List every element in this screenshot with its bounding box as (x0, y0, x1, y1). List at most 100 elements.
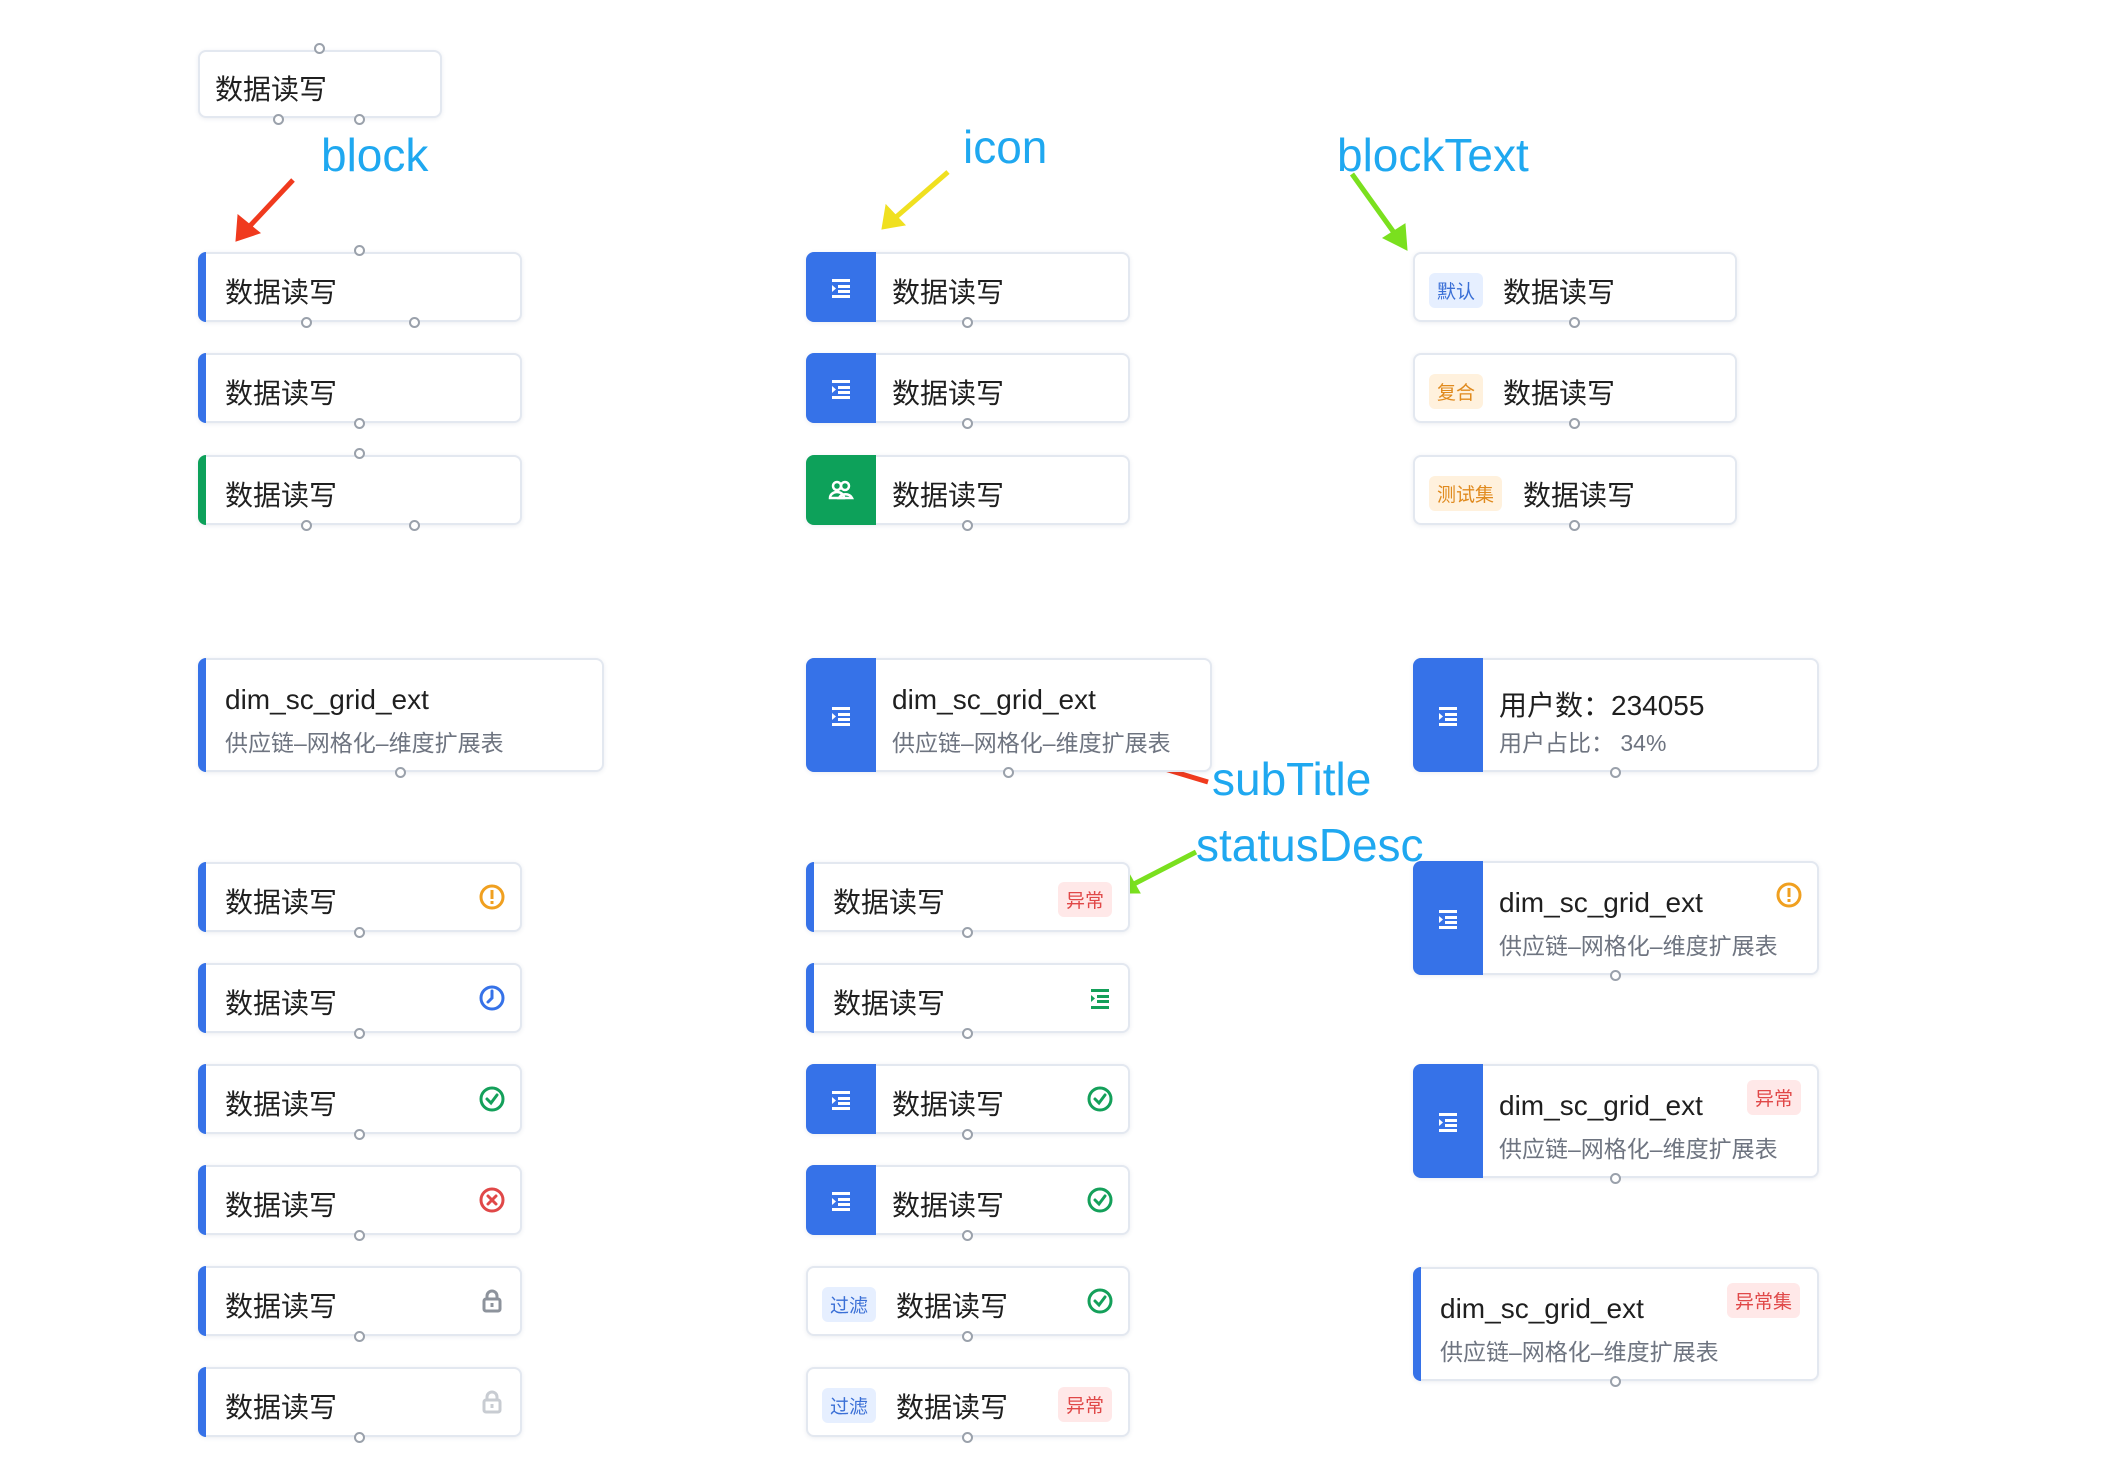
arrow-icon (881, 170, 950, 230)
port-bottom[interactable] (354, 1028, 365, 1039)
node-icon-subtitle[interactable]: dim_sc_grid_ext 供应链–网格化–维度扩展表 (806, 658, 1212, 778)
port-bottom-right[interactable] (354, 114, 365, 125)
port-bottom-left[interactable] (301, 317, 312, 328)
node-title: 数据读写 (892, 378, 1005, 409)
port-bottom[interactable] (1003, 767, 1014, 778)
annotation-icon: icon (963, 121, 1048, 173)
port-bottom[interactable] (354, 1129, 365, 1140)
port-bottom[interactable] (962, 927, 973, 938)
node-block-green[interactable]: 数据读写 (198, 448, 522, 531)
port-bottom[interactable] (354, 1432, 365, 1443)
node-title: 数据读写 (225, 1190, 338, 1221)
port-bottom[interactable] (962, 1028, 973, 1039)
node-title: 数据读写 (215, 74, 328, 105)
node-title: 数据读写 (833, 887, 946, 918)
node-title: 数据读写 (225, 378, 338, 409)
node-block-subtitle[interactable]: dim_sc_grid_ext 供应链–网格化–维度扩展表 (198, 658, 604, 778)
filter-tag: 过滤 (822, 1287, 877, 1322)
status-badge: 异常 (1058, 1387, 1113, 1422)
node-title: 数据读写 (225, 1291, 338, 1322)
port-bottom[interactable] (395, 767, 406, 778)
node-icon-success[interactable]: 数据读写 (806, 1064, 1130, 1140)
clock-icon (479, 985, 505, 1011)
node-status-desc[interactable]: 数据读写 异常 (806, 862, 1130, 938)
table-list-icon (1413, 658, 1483, 772)
annotation-subtitle: subTitle (1212, 753, 1372, 805)
port-bottom[interactable] (1610, 767, 1621, 778)
port-bottom[interactable] (962, 1331, 973, 1342)
node-status-failed[interactable]: 数据读写 (198, 1165, 522, 1241)
annotation-blocktext: blockText (1337, 129, 1529, 181)
port-bottom[interactable] (1569, 317, 1580, 328)
node-subtitle: 供应链–网格化–维度扩展表 (225, 730, 504, 756)
port-bottom[interactable] (354, 1230, 365, 1241)
port-bottom[interactable] (1569, 520, 1580, 531)
port-bottom-right[interactable] (409, 520, 420, 531)
port-top[interactable] (314, 43, 325, 54)
node-icon-success[interactable]: 数据读写 (806, 1165, 1130, 1241)
node-title: 数据读写 (833, 988, 946, 1019)
node-icon-green[interactable]: 数据读写 (806, 455, 1130, 531)
port-bottom[interactable] (962, 1432, 973, 1443)
node-icon[interactable]: 数据读写 (806, 252, 1130, 328)
node-blocktext-composite[interactable]: 复合 数据读写 (1413, 353, 1737, 429)
node-status-list[interactable]: 数据读写 (806, 963, 1130, 1039)
annotation-statusdesc: statusDesc (1196, 819, 1424, 871)
table-list-icon (806, 1165, 876, 1235)
block-bar (198, 658, 206, 772)
table-list-icon (1413, 861, 1483, 975)
port-bottom-right[interactable] (409, 317, 420, 328)
port-top[interactable] (354, 245, 365, 256)
node-blocktext-default[interactable]: 默认 数据读写 (1413, 252, 1737, 328)
arrow-block (235, 178, 295, 242)
block-bar (806, 862, 814, 932)
node-status-running[interactable]: 数据读写 (198, 963, 522, 1039)
port-bottom[interactable] (354, 418, 365, 429)
node-title: 数据读写 (225, 277, 338, 308)
node-status-locked[interactable]: 数据读写 (198, 1266, 522, 1342)
node-title: dim_sc_grid_ext (225, 684, 429, 715)
port-top[interactable] (354, 448, 365, 459)
node-blocktext-testset[interactable]: 测试集 数据读写 (1413, 455, 1737, 531)
port-bottom-left[interactable] (301, 520, 312, 531)
node-title: 数据读写 (892, 1190, 1005, 1221)
node-block[interactable]: 数据读写 (198, 245, 522, 328)
node-metrics[interactable]: 用户数：234055 用户占比： 34% (1413, 658, 1819, 778)
port-bottom-left[interactable] (273, 114, 284, 125)
node-title: 数据读写 (225, 1392, 338, 1423)
port-bottom[interactable] (1610, 970, 1621, 981)
check-circle-icon (479, 1086, 505, 1112)
port-bottom[interactable] (1610, 1376, 1621, 1387)
port-bottom[interactable] (962, 520, 973, 531)
node-title: 数据读写 (892, 1089, 1005, 1120)
node-plain[interactable]: 数据读写 (198, 43, 442, 125)
table-list-icon (806, 658, 876, 772)
status-badge: 异常 (1747, 1080, 1802, 1115)
node-subtitle: 供应链–网格化–维度扩展表 (1499, 1136, 1778, 1162)
port-bottom[interactable] (354, 1331, 365, 1342)
node-icon-subtitle-warning[interactable]: dim_sc_grid_ext 供应链–网格化–维度扩展表 (1413, 861, 1819, 981)
node-status-warning[interactable]: 数据读写 (198, 862, 522, 938)
node-icon-subtitle-error[interactable]: dim_sc_grid_ext 供应链–网格化–维度扩展表 异常 (1413, 1064, 1819, 1184)
port-bottom[interactable] (1569, 418, 1580, 429)
error-circle-icon (479, 1187, 505, 1213)
node-status-locked-disabled[interactable]: 数据读写 (198, 1367, 522, 1443)
node-status-success[interactable]: 数据读写 (198, 1064, 522, 1140)
port-bottom[interactable] (1610, 1173, 1621, 1184)
node-title: dim_sc_grid_ext (892, 684, 1096, 715)
port-bottom[interactable] (962, 317, 973, 328)
port-bottom[interactable] (354, 927, 365, 938)
node-block[interactable]: 数据读写 (198, 353, 522, 429)
node-subtitle: 供应链–网格化–维度扩展表 (892, 730, 1171, 756)
warning-icon (1776, 882, 1802, 908)
node-filter-success[interactable]: 过滤 数据读写 (806, 1266, 1130, 1342)
node-title: dim_sc_grid_ext (1440, 1293, 1644, 1324)
node-filter-error[interactable]: 过滤 数据读写 异常 (806, 1367, 1130, 1443)
port-bottom[interactable] (962, 418, 973, 429)
node-block-subtitle-errorset[interactable]: dim_sc_grid_ext 供应链–网格化–维度扩展表 异常集 (1413, 1267, 1819, 1387)
node-icon[interactable]: 数据读写 (806, 353, 1130, 429)
node-title: 数据读写 (892, 277, 1005, 308)
node-title: 用户数：234055 (1499, 690, 1705, 721)
port-bottom[interactable] (962, 1230, 973, 1241)
port-bottom[interactable] (962, 1129, 973, 1140)
